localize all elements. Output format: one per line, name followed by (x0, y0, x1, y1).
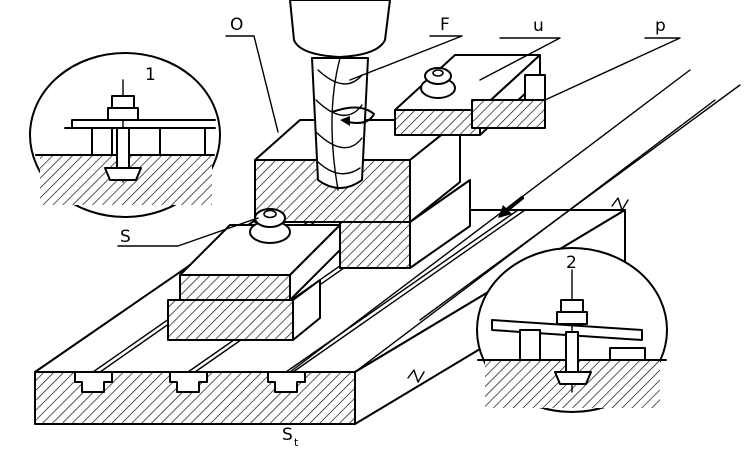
label-table-subscript: t (294, 436, 299, 449)
inset-1-number: 1 (145, 65, 156, 85)
front-clamp (167, 224, 341, 341)
label-cutter: F (440, 15, 450, 35)
inset-1-correct-clamping (29, 52, 221, 218)
zigzag-break-icon (407, 197, 629, 383)
label-screw: S (120, 227, 131, 247)
leader-lines (117, 35, 681, 247)
front-nut (249, 208, 291, 244)
label-packing: p (655, 16, 666, 36)
label-table: S (282, 425, 293, 445)
label-workpiece: O (230, 15, 243, 35)
inset-2-incorrect-clamping (476, 247, 668, 413)
rear-clamp (394, 54, 546, 136)
inset-2-number: 2 (566, 253, 577, 273)
arrow-down-left-icon (498, 196, 524, 218)
label-clamp: u (533, 16, 544, 36)
milling-cutter (289, 0, 391, 191)
rear-nut (420, 67, 456, 99)
